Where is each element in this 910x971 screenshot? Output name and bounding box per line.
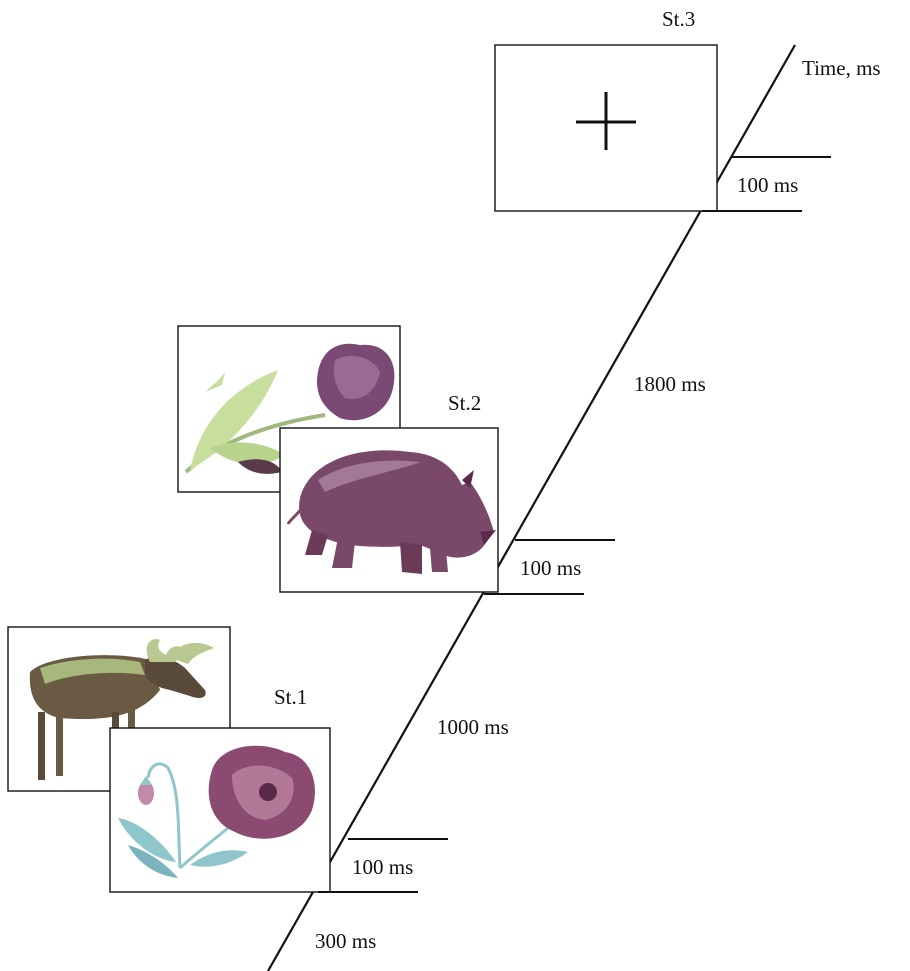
duration-label-st1-exposure: 100 ms xyxy=(352,855,413,879)
duration-label-interval-2: 1800 ms xyxy=(634,372,706,396)
stimulus-2-group: St.2 xyxy=(178,326,498,592)
duration-label-interval-1: 1000 ms xyxy=(437,715,509,739)
stimulus-1-label: St.1 xyxy=(274,685,307,709)
stimulus-1-group: St.1 xyxy=(8,627,330,892)
duration-label-st2-exposure: 100 ms xyxy=(520,556,581,580)
time-axis-label: Time, ms xyxy=(802,56,881,80)
duration-label-st3-exposure: 100 ms xyxy=(737,173,798,197)
stimulus-2-label: St.2 xyxy=(448,391,481,415)
stimulus-3-group: St.3 xyxy=(495,7,717,211)
stimulus-3-label: St.3 xyxy=(662,7,695,31)
duration-label-pre: 300 ms xyxy=(315,929,376,953)
